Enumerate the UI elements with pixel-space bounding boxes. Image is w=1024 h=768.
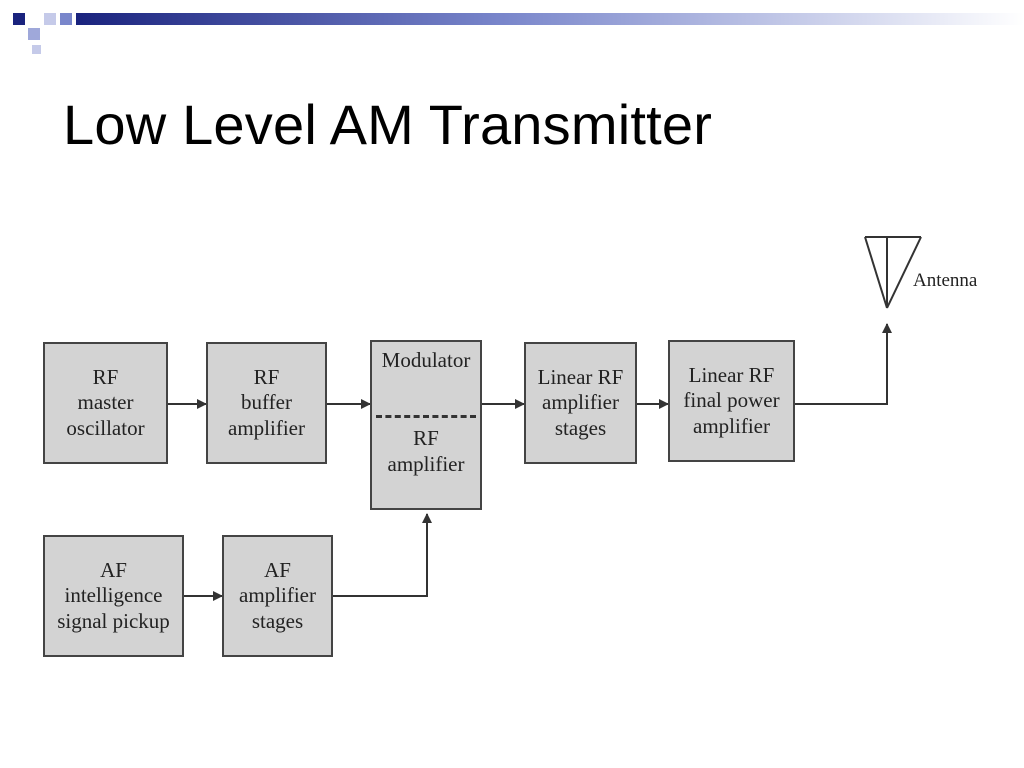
title-bar-decoration [13,13,1024,54]
block-line: amplifier [239,583,316,608]
block-line: amplifier [228,415,305,440]
rf-amplifier-label: RF amplifier [372,426,480,477]
slide-title: Low Level AM Transmitter [63,93,713,156]
square-light [28,28,40,40]
rf-buffer-amplifier-block: RF buffer amplifier [206,342,327,464]
rf-master-oscillator-block: RF master oscillator [43,342,168,464]
block-line: RF [253,364,280,389]
diagram-wiring [168,236,922,601]
modulator-rf-amplifier-block: Modulator RF amplifier [370,340,482,510]
linear-rf-final-power-amplifier-block: Linear RF final power amplifier [668,340,795,462]
square-small [32,45,41,54]
block-line: Linear RF [688,362,775,387]
block-line: buffer [241,390,292,415]
antenna-icon [864,236,922,309]
antenna-label: Antenna [913,270,978,291]
af-amplifier-stages-block: AF amplifier stages [222,535,333,657]
block-line: intelligence [64,583,163,608]
modulator-label: Modulator [381,348,471,372]
block-line: stages [251,608,304,633]
block-line: RF [413,426,439,450]
linear-rf-amplifier-stages-block: Linear RF amplifier stages [524,342,637,464]
block-line: amplifier [542,390,619,415]
block-diagram: RF master oscillator RF buffer amplifier… [0,200,1024,710]
block-line: oscillator [66,415,145,440]
block-line: signal pickup [57,608,170,633]
square-pale [44,13,56,25]
block-line: AF [100,557,127,582]
block-line: amplifier [387,451,465,476]
block-line: final power [683,388,780,413]
block-line: amplifier [693,413,770,438]
block-line: master [77,390,134,415]
block-line: RF [92,364,119,389]
square-dark [13,13,25,25]
gradient-bar [76,13,1024,25]
block-line: Linear RF [537,364,624,389]
arrow-final-to-antenna [795,323,892,405]
arrow-af-amp-to-modulator [333,513,432,597]
modulator-divider [376,415,476,418]
block-line: AF [264,557,291,582]
square-mid [60,13,72,25]
af-intelligence-signal-pickup-block: AF intelligence signal pickup [43,535,184,657]
block-line: stages [554,415,607,440]
